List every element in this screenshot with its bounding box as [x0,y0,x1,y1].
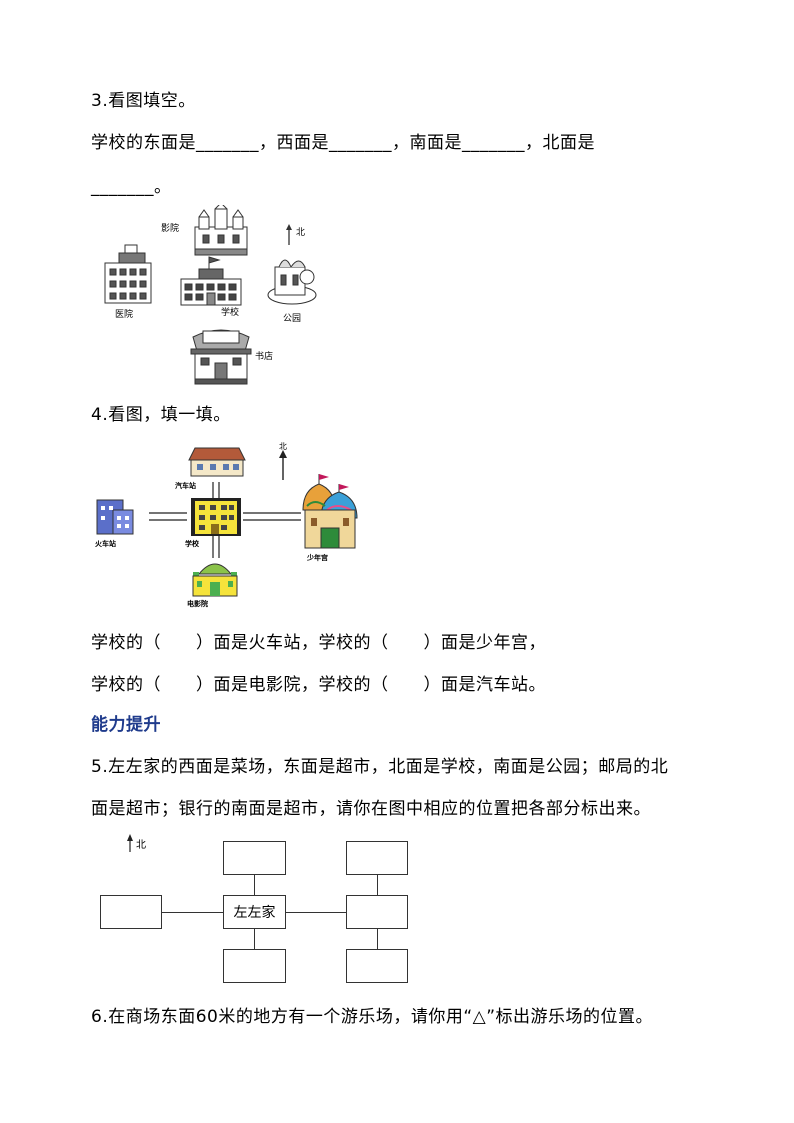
north-box[interactable] [223,841,286,875]
east-north-box[interactable] [346,841,408,875]
q4-roads [149,482,301,558]
q3-hospital-label: 医院 [115,308,133,320]
youth-palace-building-image [302,474,358,549]
connector [254,874,255,895]
section-heading: 能力提升 [91,715,161,735]
q3-map-figure: 影院 北 医院 学校 公园 [104,205,317,385]
q5-north-arrow-icon [127,834,133,852]
hospital-building-image [104,244,152,304]
train-station-building-image [96,499,134,535]
connector [254,929,255,949]
cinema-building-image [194,205,248,256]
q4-north-label: 北 [279,442,287,451]
q5-line-1: 5.左左家的西面是菜场，东面是超市，北面是学校，南面是公园；邮局的北 [91,757,669,777]
connector [377,929,378,949]
q3-park-label: 公园 [283,313,301,324]
south-box[interactable] [223,949,286,983]
east-box[interactable] [346,895,408,929]
q4-north-arrowhead-icon [279,450,287,458]
connector [286,912,346,913]
q4-bus-station-label: 汽车站 [175,481,196,490]
bookstore-building-image [190,329,252,385]
school-building-image [180,256,242,306]
q3-north-label: 北 [296,227,305,238]
connector [162,912,224,913]
zuozuo-home-label: 左左家 [233,905,276,921]
q4-map-figure: 北 汽车站 火车站 学校 [95,442,358,608]
bus-station-building-image [188,447,246,477]
q5-north-label: 北 [136,840,146,851]
q3-line-1: 学校的东面是_______，西面是_______，南面是_______，北面是 [91,133,595,153]
zuozuo-home-box: 左左家 [223,895,286,929]
q5-line-2: 面是超市；银行的南面是超市，请你在图中相应的位置把各部分标出来。 [91,799,651,819]
q6-line-1: 6.在商场东面60米的地方有一个游乐场，请你用“△”标出游乐场的位置。 [91,1007,654,1027]
east-south-box[interactable] [346,949,408,983]
connector [377,874,378,895]
q4-train-station-label: 火车站 [95,539,116,548]
q4-school-label: 学校 [185,539,200,548]
q4-school-building-image [191,498,241,536]
q3-bookstore-label: 书店 [255,350,273,362]
q3-title: 3.看图填空。 [91,91,196,111]
q4-youth-palace-label: 少年宫 [306,553,328,562]
q4-title: 4.看图，填一填。 [91,405,231,425]
park-image [267,259,317,305]
q4-line-1: 学校的（ ）面是火车站，学校的（ ）面是少年宫， [91,633,546,653]
q3-cinema-label: 影院 [161,222,179,234]
q4-cinema-label: 电影院 [187,599,208,608]
q4-line-2: 学校的（ ）面是电影院，学校的（ ）面是汽车站。 [91,675,546,695]
q4-cinema-building-image [192,563,238,597]
west-box[interactable] [100,895,162,929]
q3-school-label: 学校 [221,306,239,318]
q3-north-arrowhead-icon [286,224,292,230]
q3-line-2: _______。 [91,177,172,197]
